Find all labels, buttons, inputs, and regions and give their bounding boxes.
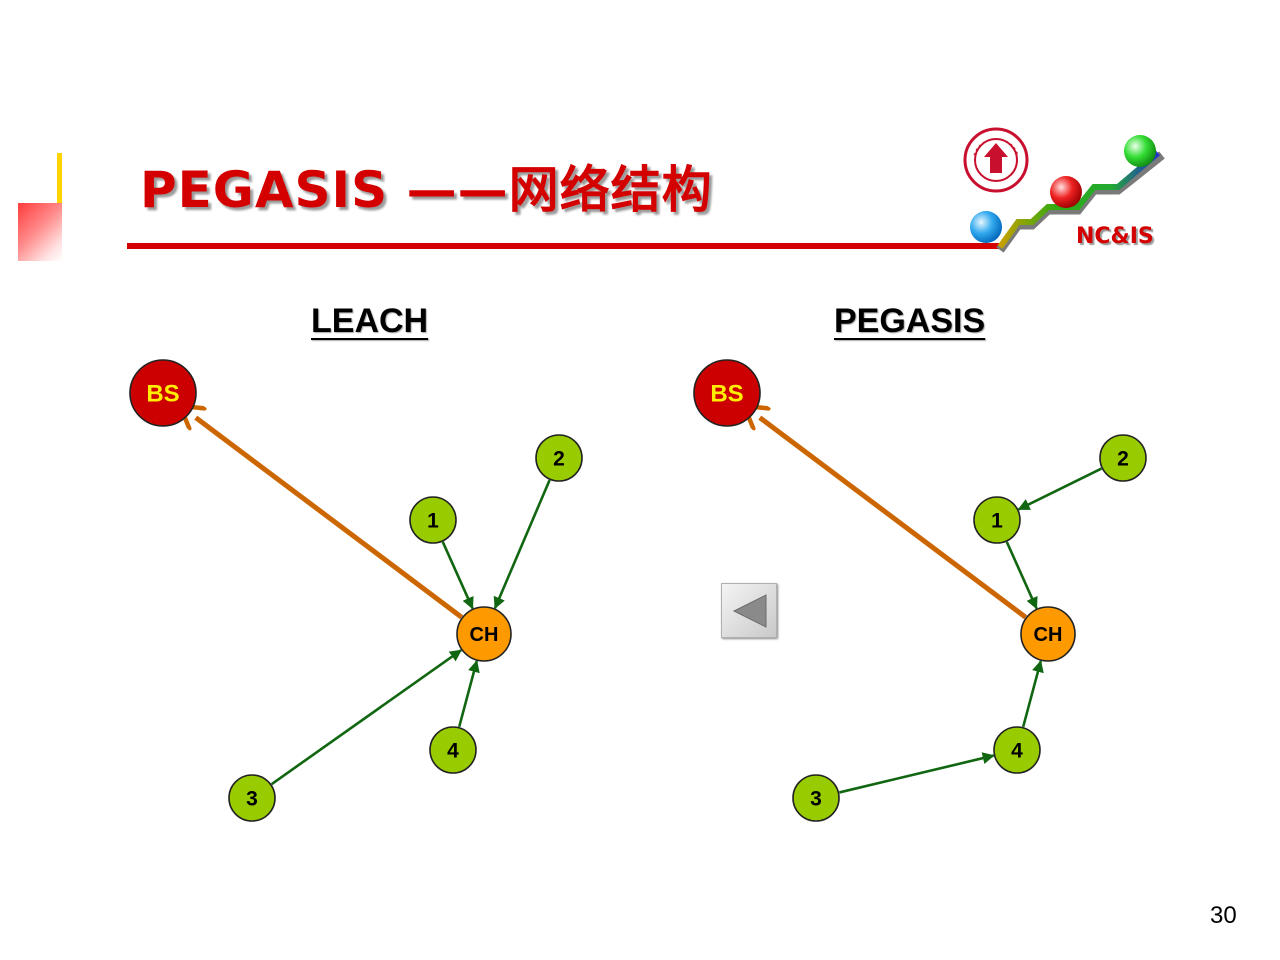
leach-node-3: 3: [228, 774, 276, 822]
leach-node-3-circle: [228, 774, 276, 822]
pegasis-node-3-label: 3: [810, 788, 822, 811]
pegasis-edge-ch-to-bs: [760, 418, 1028, 620]
leach-node-2-circle: [535, 434, 583, 482]
pegasis-node-ch-label: CH: [1034, 624, 1063, 646]
pegasis-node-ch: CH: [1020, 606, 1076, 662]
pegasis-node-2-label: 2: [1117, 448, 1129, 471]
pegasis-node-bs-label: BS: [710, 381, 743, 408]
leach-node-4: 4: [429, 726, 477, 774]
title-underline: [127, 243, 1003, 249]
pegasis-node-4: 4: [993, 726, 1041, 774]
pegasis-node-ch-circle: [1020, 606, 1076, 662]
pegasis-node-1: 1: [973, 496, 1021, 544]
leach-edge-3-to-ch: [270, 649, 462, 786]
leach-node-bs-label: BS: [146, 381, 179, 408]
leach-node-2: 2: [535, 434, 583, 482]
university-seal-icon: [963, 127, 1029, 193]
logo-text: NC&IS: [1076, 224, 1154, 249]
pegasis-node-2-circle: [1099, 434, 1147, 482]
ncis-logo: [963, 127, 1165, 253]
blue-sphere-icon: [970, 211, 1002, 243]
pegasis-edge-1-to-ch: [1005, 541, 1038, 610]
red-sphere-icon: [1050, 176, 1082, 208]
leach-node-ch-circle: [456, 606, 512, 662]
pegasis-edge-3-to-4: [839, 752, 995, 794]
leach-node-4-label: 4: [447, 740, 459, 763]
pegasis-node-3-circle: [792, 774, 840, 822]
pegasis-panel-label: PEGASIS: [834, 302, 986, 340]
leach-node-bs: BS: [129, 359, 197, 427]
pegasis-node-bs: BS: [693, 359, 761, 427]
leach-node-1-circle: [409, 496, 457, 544]
pegasis-node-4-circle: [993, 726, 1041, 774]
leach-node-4-circle: [429, 726, 477, 774]
leach-node-2-label: 2: [553, 448, 565, 471]
leach-node-bs-circle: [129, 359, 197, 427]
decorative-gradient-square: [18, 203, 62, 261]
leach-node-1-label: 1: [427, 510, 439, 533]
pegasis-node-bs-circle: [693, 359, 761, 427]
leach-panel-label: LEACH: [311, 302, 429, 340]
pegasis-node-3: 3: [792, 774, 840, 822]
leach-node-ch: CH: [456, 606, 512, 662]
leach-edge-2-to-ch: [493, 479, 551, 610]
leach-edge-1-to-ch: [441, 541, 474, 610]
page-number: 30: [1210, 902, 1237, 929]
leach-edge-ch-to-bs: [196, 418, 464, 620]
leach-node-1: 1: [409, 496, 457, 544]
decorative-bar: [57, 153, 62, 205]
back-triangle-icon: [732, 594, 767, 628]
pegasis-node-1-label: 1: [991, 510, 1003, 533]
slide-title: PEGASIS ——网络结构: [140, 161, 713, 219]
leach-node-ch-label: CH: [470, 624, 499, 646]
green-sphere-icon: [1124, 135, 1156, 167]
leach-node-3-label: 3: [246, 788, 258, 811]
pegasis-edge-2-to-1: [1017, 467, 1103, 511]
pegasis-node-4-label: 4: [1011, 740, 1023, 763]
pegasis-node-1-circle: [973, 496, 1021, 544]
back-button[interactable]: [721, 583, 777, 638]
pegasis-edge-4-to-ch: [1021, 660, 1044, 728]
leach-edge-4-to-ch: [457, 660, 480, 728]
pegasis-node-2: 2: [1099, 434, 1147, 482]
